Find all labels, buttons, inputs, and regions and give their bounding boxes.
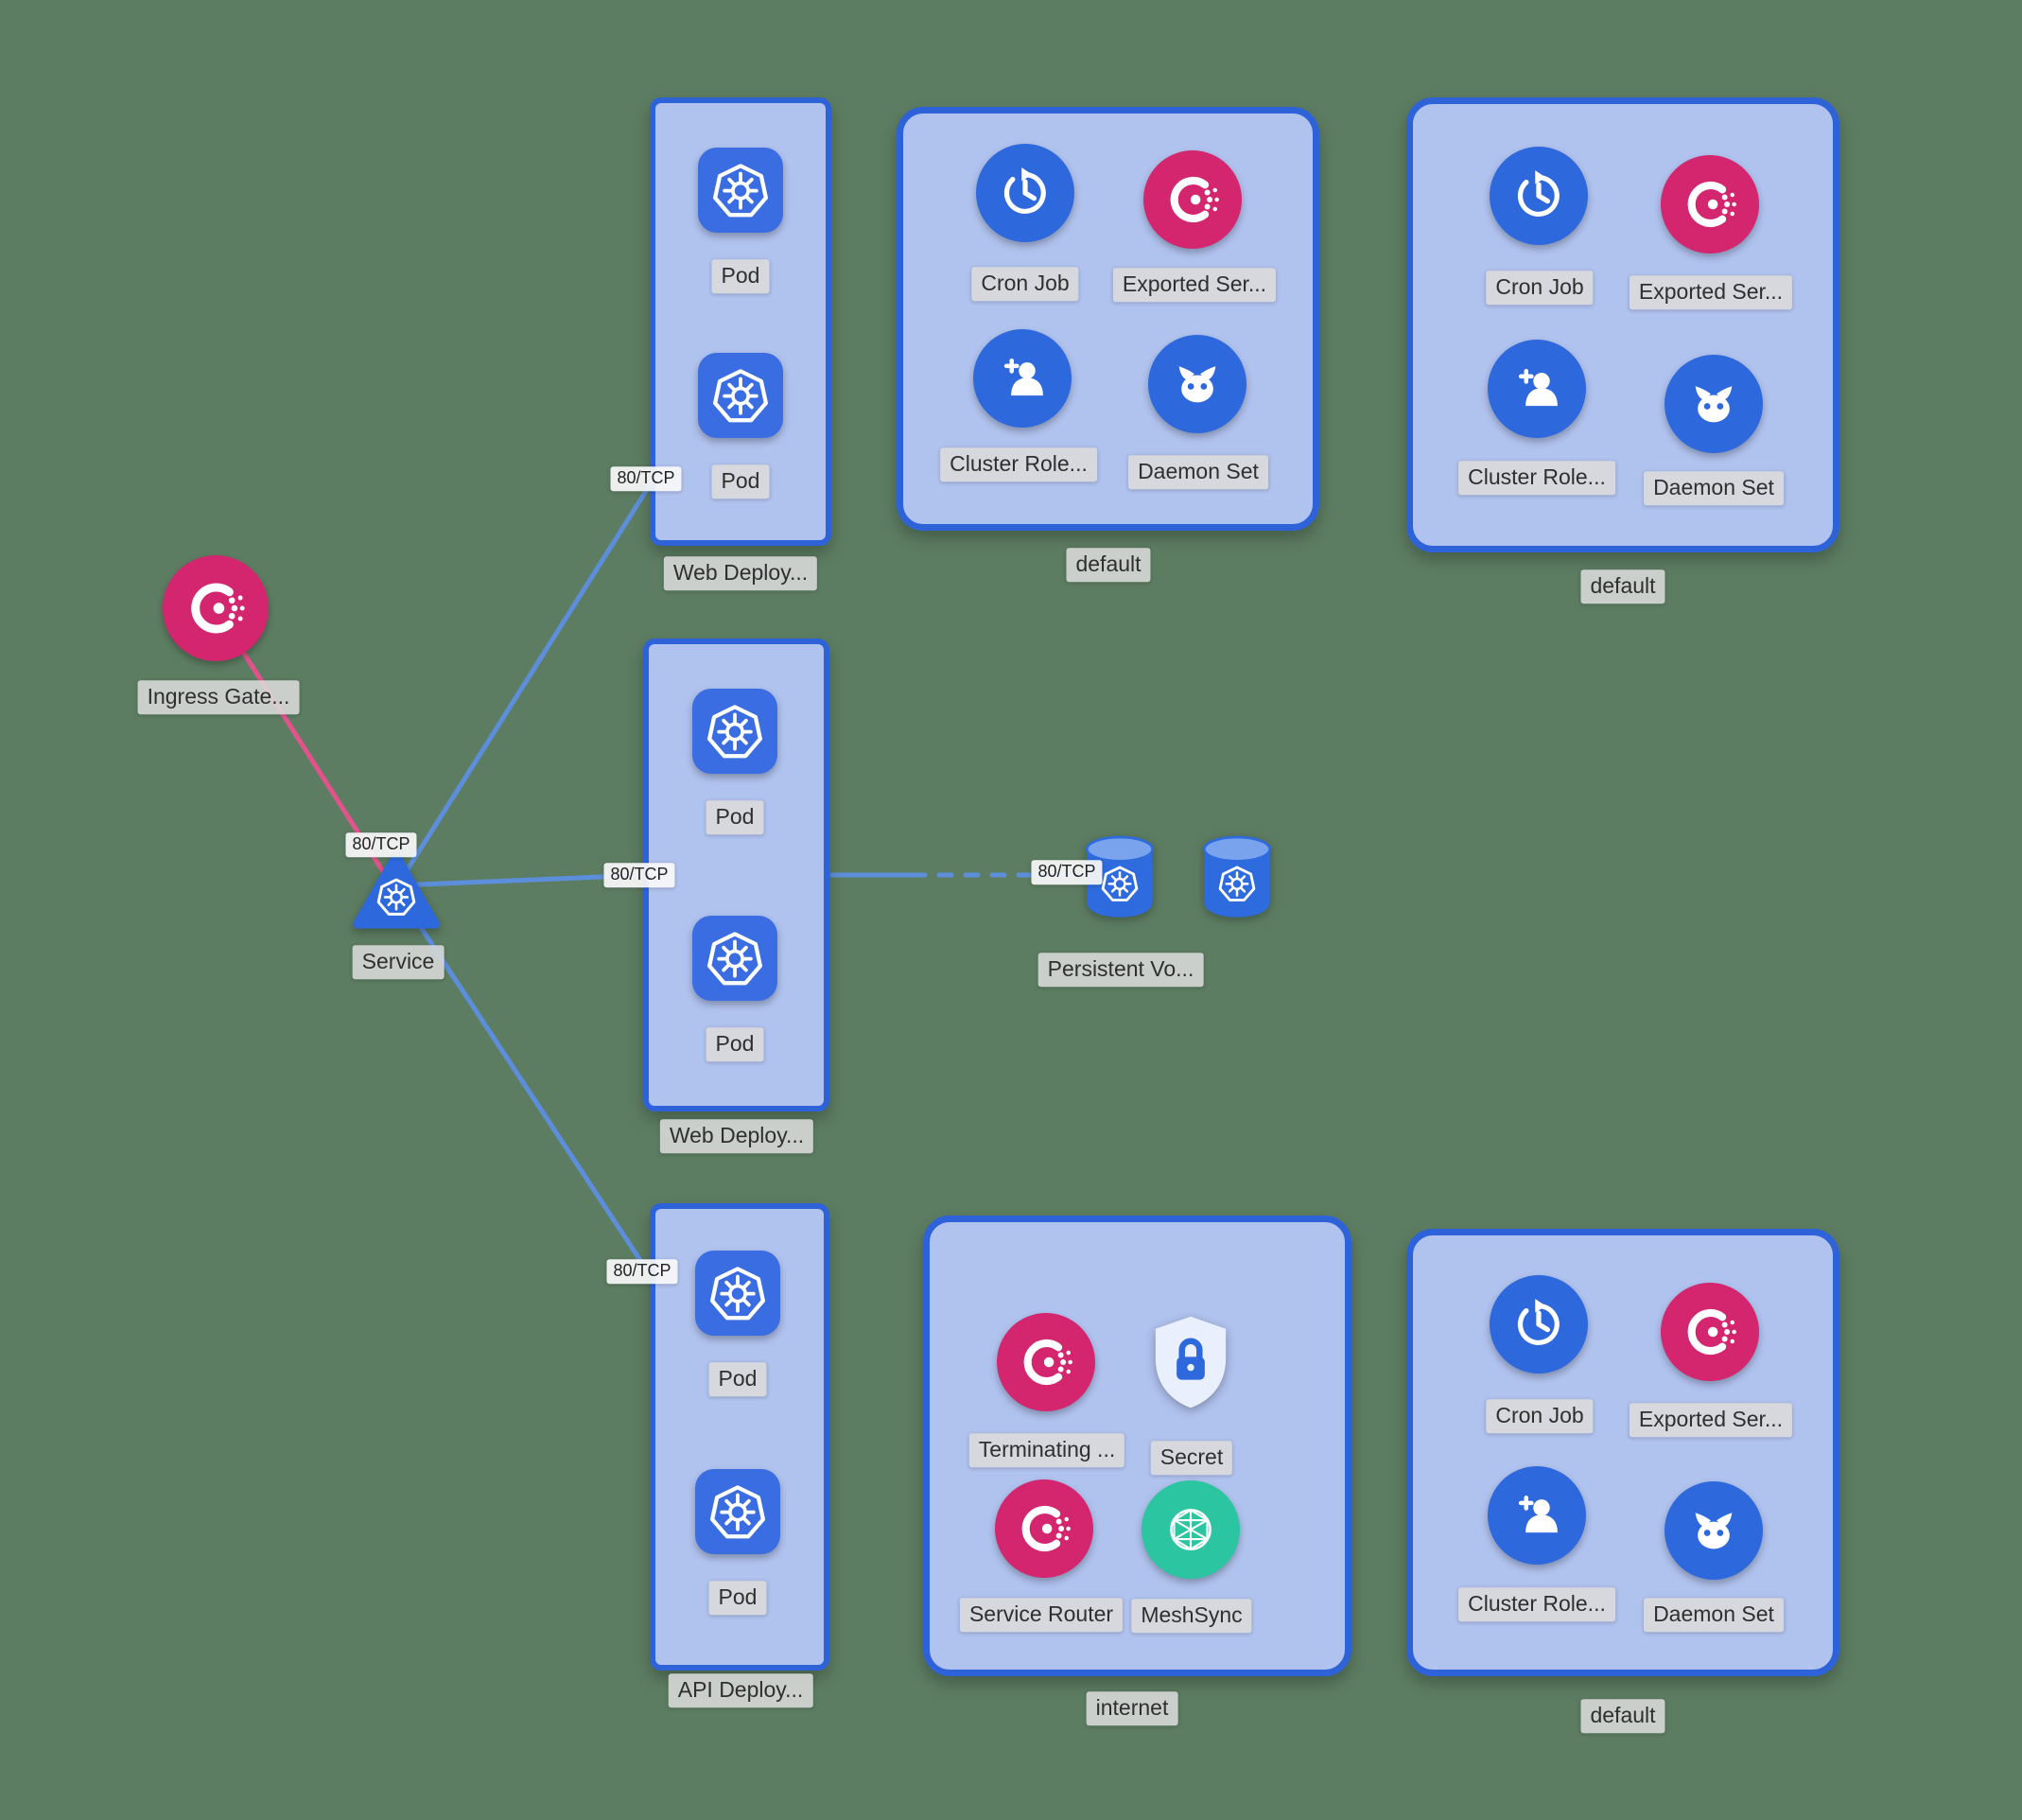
pod-node[interactable] <box>698 353 783 438</box>
pod-node[interactable] <box>692 916 777 1001</box>
cluster-role-label: Cluster Role... <box>1458 461 1615 495</box>
cron-job-icon <box>1510 1296 1567 1353</box>
cron-job-node[interactable] <box>1490 1275 1588 1374</box>
kubernetes-icon <box>712 162 769 219</box>
cron-job-node[interactable] <box>976 144 1074 242</box>
exported-service-label: Exported Ser... <box>1112 268 1277 302</box>
namespace-label-default: default <box>1066 548 1151 582</box>
ingress-gateway-node[interactable] <box>163 555 269 661</box>
pod-label: Pod <box>706 800 764 834</box>
consul-icon <box>184 577 247 639</box>
kubernetes-icon <box>706 703 763 760</box>
cluster-role-icon <box>1508 360 1565 417</box>
cron-job-node[interactable] <box>1490 147 1588 245</box>
pod-node[interactable] <box>698 148 783 233</box>
cluster-role-node[interactable] <box>1488 340 1586 438</box>
pod-label: Pod <box>711 464 770 499</box>
cron-job-label: Cron Job <box>971 267 1079 301</box>
pod-node[interactable] <box>695 1251 780 1336</box>
kubernetes-icon <box>709 1265 766 1321</box>
port-label-web-middle: 80/TCP <box>603 863 675 887</box>
exported-service-node[interactable] <box>1661 1283 1759 1381</box>
exported-service-label: Exported Ser... <box>1629 1403 1793 1437</box>
namespace-label-default: default <box>1580 1699 1665 1733</box>
cron-job-label: Cron Job <box>1486 1399 1594 1433</box>
port-label-web-top: 80/TCP <box>610 466 682 491</box>
deployment-label-web-middle: Web Deploy... <box>659 1119 814 1153</box>
secret-node[interactable] <box>1148 1313 1233 1411</box>
pod-node[interactable] <box>692 689 777 774</box>
daemon-set-icon <box>1169 356 1226 412</box>
kubernetes-icon <box>1218 865 1256 902</box>
kubernetes-icon <box>709 1483 766 1540</box>
port-label-ingress-service: 80/TCP <box>345 832 417 857</box>
pod-label: Pod <box>708 1581 767 1615</box>
cron-job-icon <box>1510 167 1567 224</box>
meshsync-node[interactable] <box>1142 1480 1240 1579</box>
deployment-label-api: API Deploy... <box>668 1673 813 1707</box>
service-router-label: Service Router <box>959 1598 1124 1632</box>
cluster-role-label: Cluster Role... <box>1458 1587 1615 1621</box>
cluster-role-node[interactable] <box>1488 1466 1586 1565</box>
exported-service-icon <box>1682 176 1738 233</box>
kubernetes-icon <box>376 877 416 917</box>
exported-service-icon <box>1164 171 1221 228</box>
cluster-role-icon <box>1508 1487 1565 1544</box>
daemon-set-node[interactable] <box>1148 335 1246 433</box>
cluster-role-icon <box>994 350 1051 407</box>
daemon-set-label: Daemon Set <box>1644 471 1784 505</box>
service-router-icon <box>1016 1500 1072 1557</box>
pod-node[interactable] <box>695 1469 780 1554</box>
namespace-label-default: default <box>1580 569 1665 604</box>
ingress-gateway-label: Ingress Gate... <box>137 680 300 714</box>
secret-label: Secret <box>1150 1441 1233 1475</box>
cluster-role-node[interactable] <box>973 329 1072 428</box>
service-router-node[interactable] <box>995 1479 1093 1578</box>
cluster-role-label: Cluster Role... <box>940 447 1097 481</box>
kubernetes-icon <box>706 930 763 987</box>
persistent-volume-label: Persistent Vo... <box>1037 953 1204 987</box>
daemon-set-node[interactable] <box>1665 1481 1763 1580</box>
terminating-icon <box>1018 1334 1074 1391</box>
group-label-internet: internet <box>1086 1691 1178 1725</box>
meshsync-icon <box>1162 1501 1219 1558</box>
service-label: Service <box>352 945 444 979</box>
daemon-set-label: Daemon Set <box>1644 1598 1784 1632</box>
exported-service-node[interactable] <box>1143 150 1242 249</box>
cron-job-label: Cron Job <box>1486 271 1594 305</box>
secret-shield-icon <box>1155 1316 1227 1409</box>
daemon-set-node[interactable] <box>1665 355 1763 453</box>
pod-label: Pod <box>711 259 770 293</box>
edge-service-to-web-top[interactable] <box>393 478 655 890</box>
kubernetes-icon <box>1101 865 1139 902</box>
deployment-label-web-top: Web Deploy... <box>663 556 818 590</box>
meshsync-label: MeshSync <box>1131 1599 1252 1633</box>
terminating-node[interactable] <box>997 1313 1095 1411</box>
daemon-set-label: Daemon Set <box>1128 455 1268 489</box>
service-node[interactable] <box>352 850 441 930</box>
port-label-api: 80/TCP <box>606 1259 678 1284</box>
pod-label: Pod <box>706 1027 764 1061</box>
port-label-volume: 80/TCP <box>1031 860 1103 884</box>
cron-job-icon <box>997 165 1054 221</box>
exported-service-icon <box>1682 1304 1738 1360</box>
pod-label: Pod <box>708 1362 767 1396</box>
daemon-set-icon <box>1685 376 1742 432</box>
exported-service-label: Exported Ser... <box>1629 275 1793 309</box>
kubernetes-icon <box>712 367 769 424</box>
terminating-label: Terminating ... <box>968 1433 1125 1467</box>
persistent-volume-node[interactable] <box>1199 835 1275 919</box>
daemon-set-icon <box>1685 1502 1742 1559</box>
exported-service-node[interactable] <box>1661 155 1759 254</box>
